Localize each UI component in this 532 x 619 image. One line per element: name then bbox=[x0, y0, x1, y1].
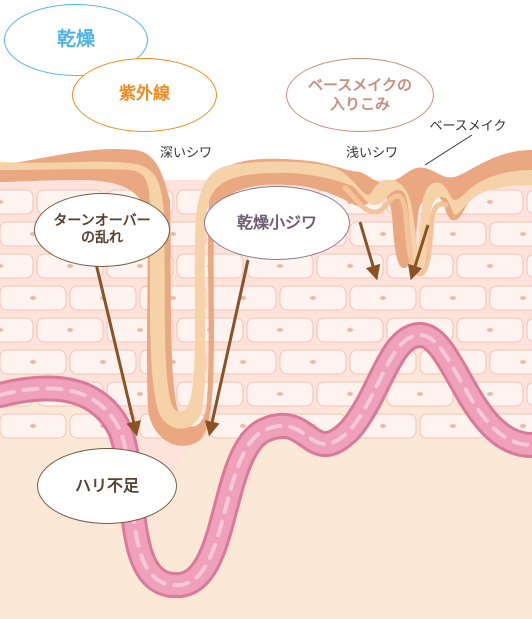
cell-nucleus bbox=[347, 392, 353, 396]
skin-cell bbox=[489, 349, 532, 375]
cell-nucleus bbox=[67, 264, 73, 268]
skin-cell bbox=[526, 253, 532, 279]
makeup-seepage-oval: ベースメイクの 入りこみ bbox=[286, 58, 434, 132]
cell-nucleus bbox=[30, 424, 36, 428]
small-wrinkle-label: 乾燥小ジワ bbox=[236, 213, 317, 232]
base-makeup-annotation: ベースメイク bbox=[429, 118, 507, 134]
cell-nucleus bbox=[310, 296, 316, 300]
cell-nucleus bbox=[277, 392, 283, 396]
cell-nucleus bbox=[137, 328, 143, 332]
cell-nucleus bbox=[277, 264, 283, 268]
collagen-boundary-dashes bbox=[0, 332, 532, 588]
cell-nucleus bbox=[137, 392, 143, 396]
uv-label: 紫外線 bbox=[119, 84, 170, 105]
turnover-oval: ターンオーバー の乱れ bbox=[34, 193, 170, 267]
skin-cell bbox=[489, 221, 532, 247]
base-makeup-layer bbox=[342, 185, 449, 277]
cell-nucleus bbox=[100, 360, 106, 364]
skin-cell bbox=[0, 189, 34, 215]
cell-nucleus bbox=[0, 328, 3, 332]
cell-nucleus bbox=[450, 296, 456, 300]
cell-nucleus bbox=[417, 392, 423, 396]
cell-nucleus bbox=[347, 328, 353, 332]
cell-nucleus bbox=[30, 296, 36, 300]
cell-nucleus bbox=[520, 360, 526, 364]
stratum-corneum bbox=[0, 161, 532, 429]
cell-nucleus bbox=[487, 264, 493, 268]
cell-nucleus bbox=[450, 424, 456, 428]
stratum-corneum-shadow bbox=[0, 148, 532, 446]
cell-nucleus bbox=[380, 424, 386, 428]
skin-cell bbox=[526, 317, 532, 343]
cell-nucleus bbox=[520, 424, 526, 428]
skin-cell bbox=[0, 317, 34, 343]
arrow-small-wrinkle-to-corneum bbox=[204, 259, 250, 437]
skin-cell bbox=[489, 285, 532, 311]
cell-nucleus bbox=[347, 264, 353, 268]
cell-nucleus bbox=[450, 232, 456, 236]
small-wrinkle-oval: 乾燥小ジワ bbox=[204, 186, 350, 260]
cell-nucleus bbox=[487, 392, 493, 396]
makeup-seepage-label: ベースメイクの 入りこみ bbox=[308, 76, 412, 113]
base-makeup-leader-line bbox=[424, 134, 473, 166]
cell-nucleus bbox=[240, 424, 246, 428]
cell-nucleus bbox=[380, 232, 386, 236]
cell-nucleus bbox=[487, 328, 493, 332]
cell-nucleus bbox=[170, 296, 176, 300]
uv-oval: 紫外線 bbox=[72, 58, 217, 132]
skin-cell bbox=[0, 253, 34, 279]
deep-wrinkle-annotation: 深いシワ bbox=[159, 145, 212, 161]
cell-nucleus bbox=[30, 360, 36, 364]
cell-nucleus bbox=[310, 360, 316, 364]
cell-nucleus bbox=[380, 296, 386, 300]
cell-nucleus bbox=[277, 328, 283, 332]
cell-nucleus bbox=[520, 232, 526, 236]
cell-nucleus bbox=[137, 264, 143, 268]
arrow-turnover-to-corneum bbox=[92, 254, 141, 437]
shallow-wrinkle-annotation: 浅いシワ bbox=[345, 145, 398, 161]
skin-cell bbox=[526, 189, 532, 215]
cell-nucleus bbox=[487, 200, 493, 204]
firmness-oval: ハリ不足 bbox=[37, 448, 177, 524]
arrow-makeup-left bbox=[358, 221, 381, 281]
skin-cell bbox=[526, 381, 532, 407]
arrow-makeup-right bbox=[407, 224, 430, 281]
cell-nucleus bbox=[170, 232, 176, 236]
turnover-label: ターンオーバー の乱れ bbox=[53, 212, 151, 247]
cell-nucleus bbox=[0, 200, 3, 204]
firmness-label: ハリ不足 bbox=[74, 476, 139, 495]
cell-nucleus bbox=[520, 296, 526, 300]
cell-nucleus bbox=[240, 360, 246, 364]
cell-nucleus bbox=[240, 296, 246, 300]
cell-nucleus bbox=[0, 264, 3, 268]
dryness-label: 乾燥 bbox=[56, 28, 95, 51]
cell-nucleus bbox=[67, 328, 73, 332]
